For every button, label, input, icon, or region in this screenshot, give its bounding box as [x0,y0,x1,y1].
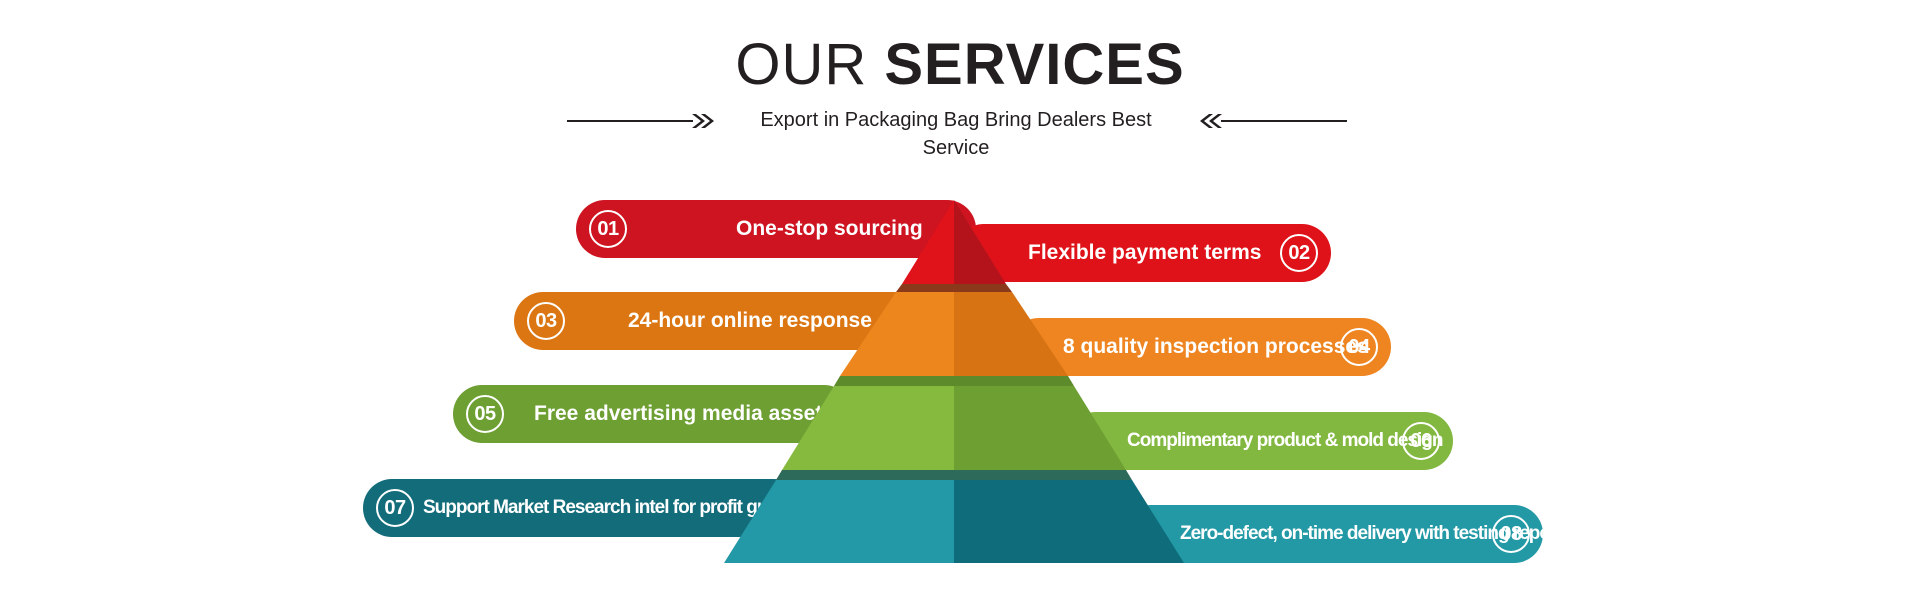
subtitle-row: Export in Packaging Bag Bring Dealers Be… [0,106,1920,159]
service-number-04: 04 [1340,328,1378,366]
pyramid-tier-1-right [954,200,1006,284]
service-pill-02: 02 Flexible payment terms [955,224,1331,282]
pyramid-tier-2-base [834,376,1074,386]
service-number-07: 07 [376,489,414,527]
service-number-01: 01 [589,210,627,248]
left-arrow-decoration-icon [567,114,714,128]
subtitle: Export in Packaging Bag Bring Dealers Be… [760,109,1152,159]
pyramid-tier-1-left [902,200,954,284]
service-number-05: 05 [466,395,504,433]
service-pill-03: 03 24-hour online response [514,292,934,350]
service-number-02: 02 [1280,234,1318,272]
service-pill-08: 08 Zero-defect, on-time delivery with te… [1121,505,1563,563]
service-pill-07: 07 Support Market Research intel for pro… [363,479,805,537]
service-label-06: Complimentary product & mold design [1127,430,1443,451]
service-label-07: Support Market Research intel for profit… [423,497,805,518]
pyramid-tier-3-left [782,386,954,470]
pyramid-tier-2-right [954,292,1068,376]
service-number-06: 06 [1402,422,1440,460]
page-title: OUR SERVICES [0,32,1920,98]
service-pill-01: 01 One-stop sourcing [576,200,976,258]
service-label-01: One-stop sourcing [736,217,923,240]
service-label-02: Flexible payment terms [1028,241,1262,264]
service-label-03: 24-hour online response [628,309,872,332]
title-light: OUR [735,32,868,97]
service-pill-06: 06 Complimentary product & mold design [1067,412,1453,470]
pyramid-tier-3-base [776,470,1132,480]
title-bold: SERVICES [884,32,1185,97]
pyramid-tier-3-right [954,386,1126,470]
service-label-05: Free advertising media assets [534,402,834,425]
pyramid-tier-4-right [954,480,1184,563]
service-label-08: Zero-defect, on-time delivery with testi… [1180,523,1563,544]
service-pill-05: 05 Free advertising media assets [453,385,853,443]
pyramid-tier-1-base [896,284,1012,292]
service-number-03: 03 [527,302,565,340]
pyramid-tier-4-left [724,480,954,563]
service-pill-04: 04 8 quality inspection processes [1010,318,1391,376]
service-label-04: 8 quality inspection processes [1063,335,1369,358]
pyramid-tier-2-left [840,292,954,376]
service-number-08: 08 [1492,515,1530,553]
right-arrow-decoration-icon [1200,114,1347,128]
